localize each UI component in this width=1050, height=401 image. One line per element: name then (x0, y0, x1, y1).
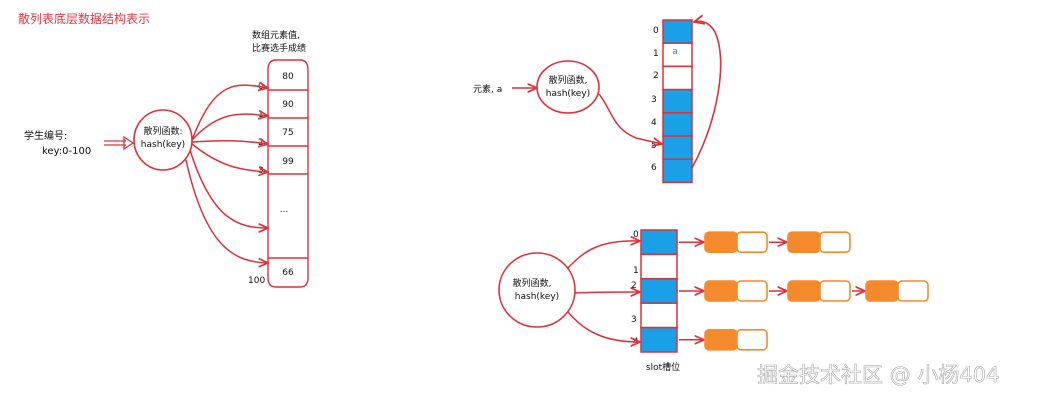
collision-chains (679, 231, 929, 351)
array-value: 99 (282, 157, 294, 167)
hash-function-label-line2: hash(key) (515, 292, 559, 302)
hash-mapping-arrows (185, 85, 268, 263)
array-value: 90 (282, 100, 294, 110)
array-header-line1: 数组元素值, (252, 29, 300, 41)
element-a-in-slot: a (672, 47, 678, 57)
array-value: 80 (282, 72, 294, 82)
diagram-separate-chaining: 散列函数, hash(key) 0 1 2 3 4 slot槽位 (498, 229, 929, 373)
hash-to-slot-arrows (567, 241, 640, 342)
slot-cell (662, 135, 693, 160)
slot-label: slot槽位 (646, 361, 680, 373)
slot-array (662, 19, 693, 184)
diagram-student-scores: 数组元素值, 比赛选手成绩 学生编号: key:0-100 散列函数: hash… (24, 29, 309, 288)
slot-index: 3 (651, 95, 657, 105)
slot-index: 2 (631, 281, 637, 291)
slot-index: 6 (651, 163, 657, 173)
hash-function-label-line1: 散列函数: (143, 125, 182, 137)
slot-index: 2 (653, 71, 659, 81)
input-label-line1: 学生编号: (24, 129, 67, 142)
chain-node (787, 231, 851, 253)
hash-function-ellipse (498, 252, 576, 328)
input-label-line2: key:0-100 (42, 146, 91, 157)
diagram-linear-probing: 元素, a 散列函数, hash(key) a 0 1 2 3 4 5 6 (473, 19, 722, 184)
slot-cell (640, 229, 678, 256)
chain-node (704, 328, 768, 351)
slot-index: 0 (653, 26, 659, 36)
input-arrow (104, 135, 135, 151)
chain-node (787, 280, 851, 302)
hash-to-slot-arrow (598, 93, 662, 144)
array-column (267, 59, 309, 288)
chain-node (704, 280, 768, 302)
slot-array (640, 229, 678, 353)
hash-function-label-line1: 散列函数, (549, 74, 588, 86)
array-value: 66 (282, 268, 294, 278)
slot-index: 4 (651, 118, 657, 128)
wrap-around-arrow (691, 21, 722, 169)
chain-node (704, 231, 768, 253)
slot-cell (640, 302, 678, 329)
array-value-ellipsis: ... (280, 205, 289, 215)
hash-function-ellipse (536, 60, 600, 114)
slot-cell (662, 65, 693, 91)
slot-index: 3 (631, 315, 637, 325)
element-label: 元素, a (473, 83, 502, 95)
slot-cell (662, 19, 693, 44)
slot-index: 0 (633, 230, 639, 240)
array-value: 75 (282, 128, 293, 138)
hash-function-label-line2: hash(key) (546, 89, 590, 99)
slot-cell (662, 88, 693, 114)
array-header-line2: 比赛选手成绩 (252, 42, 306, 54)
hash-function-label-line1: 散列函数, (513, 277, 552, 289)
array-index: 100 (248, 276, 265, 286)
slot-index: 1 (633, 266, 639, 276)
hash-function-label-line2: hash(key) (141, 140, 185, 150)
slot-cell (640, 326, 678, 353)
slot-cell (640, 253, 678, 280)
slot-cell (662, 158, 693, 184)
slot-cell (662, 112, 693, 137)
page-title: 散列表底层数据结构表示 (18, 12, 151, 26)
slot-cell (640, 278, 678, 304)
slot-index: 1 (653, 49, 659, 59)
chain-node (865, 280, 929, 302)
watermark: 掘金技术社区 @ 小杨404 (757, 363, 999, 387)
